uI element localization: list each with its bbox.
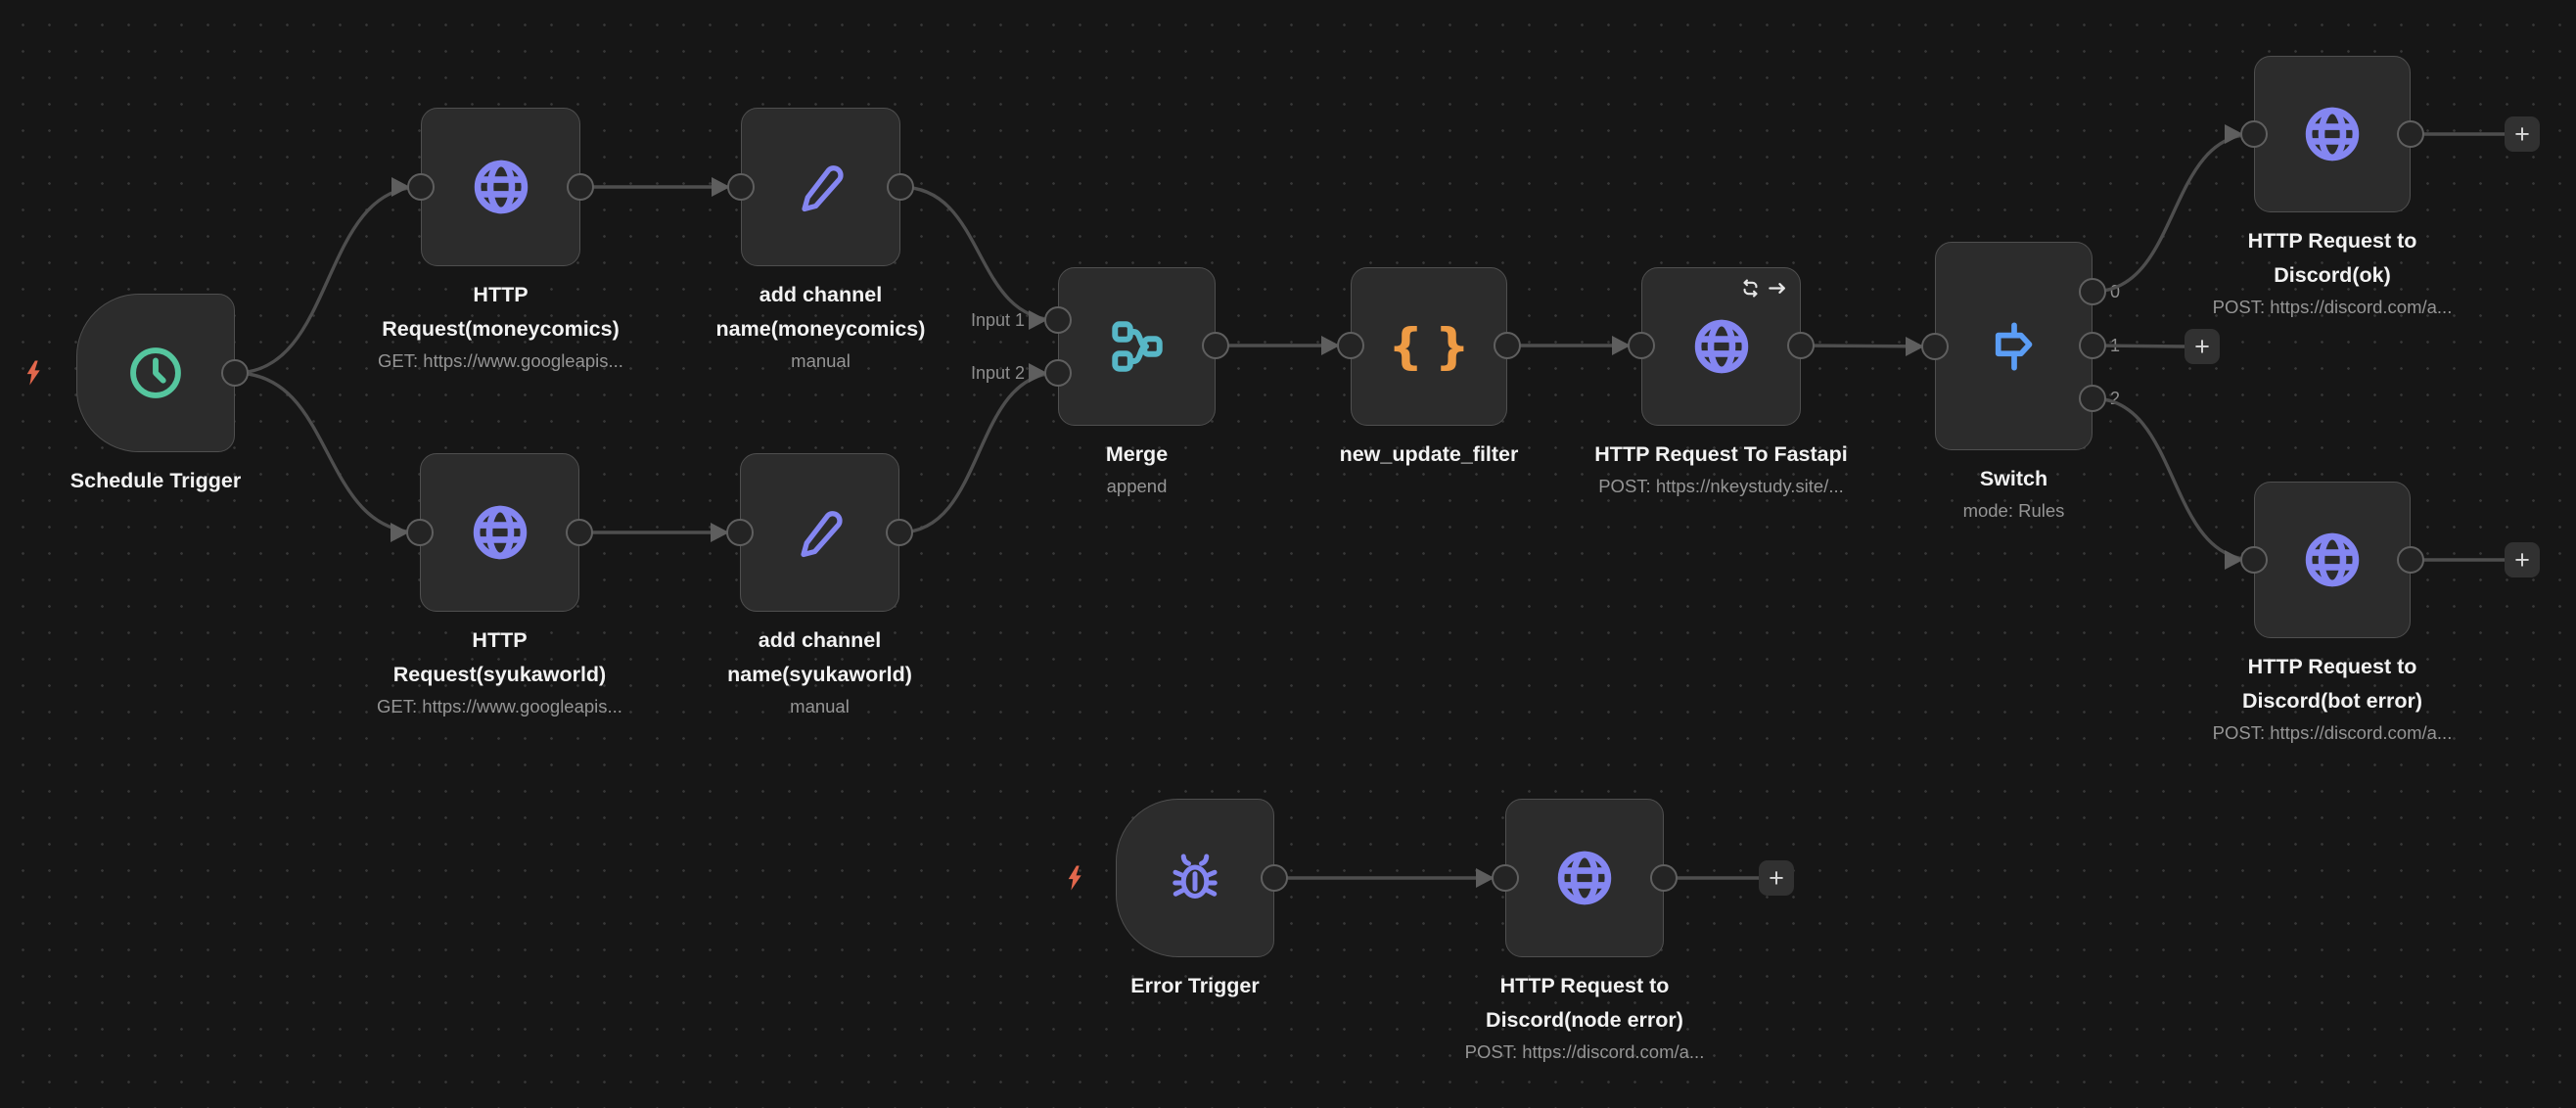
node-subtitle: manual bbox=[791, 350, 851, 371]
add-node-plus-button[interactable]: + bbox=[2505, 116, 2540, 152]
plus-icon: + bbox=[2514, 118, 2530, 149]
code-braces-icon: {} bbox=[1388, 318, 1482, 375]
node-title-line: Schedule Trigger bbox=[69, 469, 242, 492]
node-title-line: Request(moneycomics) bbox=[382, 317, 620, 341]
node-http-request-to-discord-bot-error[interactable]: HTTP Request to Discord(bot error) POST: h… bbox=[2213, 482, 2452, 743]
clock-icon bbox=[124, 342, 187, 404]
node-title-line: name(moneycomics) bbox=[715, 317, 926, 341]
node-subtitle: POST: https://discord.com/a... bbox=[2212, 297, 2453, 317]
globe-icon bbox=[1552, 846, 1617, 910]
merge-icon bbox=[1107, 316, 1168, 377]
signpost-icon bbox=[1984, 316, 2045, 377]
node-title-line: Request(syukaworld) bbox=[392, 663, 607, 686]
node-title-line: HTTP Request to bbox=[2247, 655, 2417, 678]
retry-on-fail-icon bbox=[1739, 277, 1762, 304]
node-subtitle: GET: https://www.googleapis... bbox=[377, 696, 622, 716]
node-add-channel-name-moneycomics[interactable]: add channel name(moneycomics) manual bbox=[716, 108, 925, 371]
node-http-request-syukaworld[interactable]: HTTP Request(syukaworld) GET: https://www.… bbox=[377, 453, 622, 716]
lightning-bolt-icon bbox=[1065, 864, 1084, 897]
node-settings-badges bbox=[1739, 277, 1789, 304]
node-label: HTTP Request(syukaworld) GET: https://www.… bbox=[285, 623, 715, 719]
node-title-line: HTTP Request to bbox=[1499, 974, 1670, 997]
continue-on-error-icon bbox=[1767, 277, 1789, 304]
node-schedule-trigger[interactable]: Schedule Trigger bbox=[70, 294, 241, 492]
node-title-line: add channel bbox=[759, 283, 883, 306]
node-label: Schedule Trigger bbox=[0, 464, 371, 498]
node-label: add channel name(syukaworld) manual bbox=[605, 623, 1035, 719]
node-title-line: name(syukaworld) bbox=[727, 663, 912, 686]
add-node-plus-button[interactable]: + bbox=[2185, 329, 2220, 364]
node-subtitle: GET: https://www.googleapis... bbox=[378, 350, 623, 371]
switch-output-label: 2 bbox=[2110, 389, 2121, 408]
node-label: add channel name(moneycomics) manual bbox=[606, 278, 1036, 374]
pencil-icon bbox=[792, 158, 851, 216]
node-error-trigger[interactable]: Error Trigger bbox=[1116, 799, 1274, 997]
node-subtitle: POST: https://discord.com/a... bbox=[1464, 1041, 1705, 1062]
switch-output-label: 1 bbox=[2110, 336, 2121, 355]
node-label: Switch mode: Rules bbox=[1799, 462, 2230, 524]
merge-input-label: Input 1 bbox=[970, 310, 1025, 330]
globe-icon bbox=[468, 500, 532, 565]
node-title-line: add channel bbox=[758, 628, 882, 652]
node-switch[interactable]: Switch mode: Rules bbox=[1935, 242, 2093, 521]
globe-icon bbox=[469, 155, 533, 219]
node-subtitle: mode: Rules bbox=[1962, 500, 2065, 521]
node-http-request-moneycomics[interactable]: HTTP Request(moneycomics) GET: https://www… bbox=[378, 108, 623, 371]
add-node-plus-button[interactable]: + bbox=[1759, 860, 1794, 896]
node-title-line: Discord(ok) bbox=[2274, 263, 2391, 287]
plus-icon: + bbox=[2194, 331, 2210, 361]
node-label: HTTP Request to Discord(node error) POST: … bbox=[1369, 969, 1800, 1065]
node-label: new_update_filter bbox=[1214, 438, 1644, 472]
merge-input-label: Input 2 bbox=[970, 363, 1025, 383]
node-subtitle: append bbox=[1106, 476, 1168, 496]
node-label: Error Trigger bbox=[980, 969, 1410, 1003]
node-title-line: HTTP Request to bbox=[2247, 229, 2417, 253]
node-title-line: HTTP Request To Fastapi bbox=[1594, 442, 1848, 466]
node-title-line: new_update_filter bbox=[1339, 442, 1519, 466]
node-add-channel-name-syukaworld[interactable]: add channel name(syukaworld) manual bbox=[727, 453, 912, 716]
pencil-icon bbox=[791, 503, 850, 562]
node-title-line: Switch bbox=[1979, 467, 2048, 490]
node-label: HTTP Request to Discord(ok) POST: https://… bbox=[2117, 224, 2548, 320]
plus-icon: + bbox=[1769, 862, 1784, 893]
node-title-line: HTTP bbox=[472, 628, 528, 652]
node-new-update-filter[interactable]: {} new_update_filter bbox=[1340, 267, 1518, 466]
globe-icon bbox=[2300, 528, 2365, 592]
add-node-plus-button[interactable]: + bbox=[2505, 542, 2540, 577]
node-label: Merge append bbox=[922, 438, 1353, 499]
node-subtitle: manual bbox=[790, 696, 850, 716]
node-title-line: Merge bbox=[1105, 442, 1169, 466]
node-label: HTTP Request(moneycomics) GET: https://www… bbox=[286, 278, 716, 374]
lightning-bolt-icon bbox=[23, 359, 43, 392]
node-merge[interactable]: Merge append bbox=[1058, 267, 1216, 496]
node-title-line: HTTP bbox=[473, 283, 529, 306]
node-http-request-to-discord-ok[interactable]: HTTP Request to Discord(ok) POST: https://… bbox=[2213, 56, 2452, 317]
globe-icon bbox=[1689, 314, 1754, 379]
node-title-line: Discord(node error) bbox=[1486, 1008, 1683, 1032]
node-title-line: Error Trigger bbox=[1130, 974, 1260, 997]
plus-icon: + bbox=[2514, 544, 2530, 575]
bug-icon bbox=[1166, 849, 1224, 907]
node-title-line: Discord(bot error) bbox=[2242, 689, 2422, 713]
node-subtitle: POST: https://nkeystudy.site/... bbox=[1598, 476, 1844, 496]
node-subtitle: POST: https://discord.com/a... bbox=[2212, 722, 2453, 743]
switch-output-label: 0 bbox=[2110, 282, 2121, 301]
globe-icon bbox=[2300, 102, 2365, 166]
node-http-request-to-discord-node-error[interactable]: HTTP Request to Discord(node error) POST: … bbox=[1465, 799, 1704, 1062]
node-label: HTTP Request to Discord(bot error) POST: h… bbox=[2117, 650, 2548, 746]
